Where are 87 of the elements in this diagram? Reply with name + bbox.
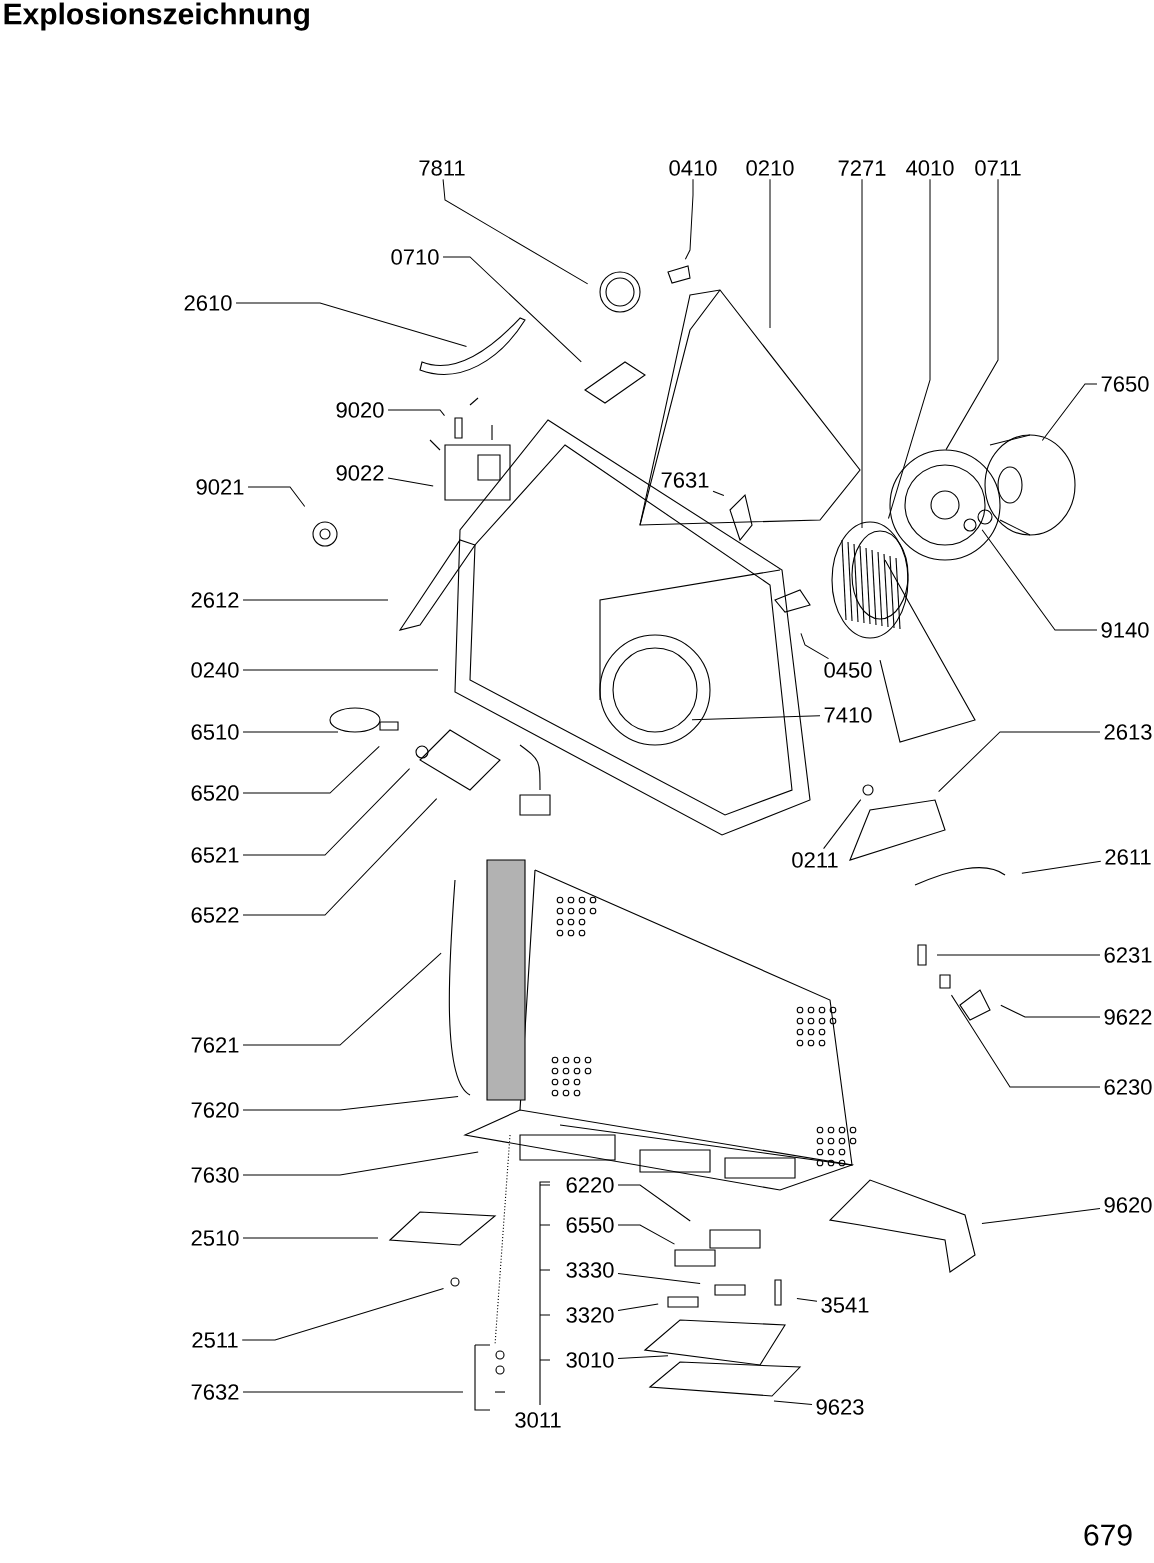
leader-line [387,477,434,487]
leader-line [981,529,1098,631]
leader-line [241,1288,445,1341]
callout-number: 6520 [191,785,239,801]
leader-line [617,1184,691,1222]
callout-number: 7631 [661,472,709,488]
callout-number: 9622 [1104,1009,1152,1025]
leader-line [712,490,725,497]
leader-line [387,409,445,417]
leader-line [242,1237,379,1239]
page-number: 679 [1084,1524,1132,1546]
leader-line [936,954,1101,956]
callout-number: 0210 [746,160,794,176]
title: Explosionszeichnung [4,2,309,31]
leader-line [981,1208,1101,1224]
leader-line [242,731,339,733]
callout-number: 2612 [191,592,239,608]
callout-number: 3541 [821,1297,869,1313]
leader-line [247,486,306,507]
leader-line [617,1272,701,1285]
callout-number: 2511 [192,1332,238,1348]
leader-line [617,1224,675,1245]
callout-number: 2510 [191,1230,239,1246]
leader-line [950,994,1101,1088]
leader-line [1021,860,1102,874]
callout-number: 6230 [1104,1079,1152,1095]
callout-number: 0450 [824,662,872,678]
leader-line [945,178,999,451]
callout-number: 7632 [191,1384,239,1400]
leader-line [242,768,411,856]
leader-line [1000,1004,1101,1018]
leader-line [442,178,589,285]
callout-number: 7410 [824,707,872,723]
callout-number: 0240 [191,662,239,678]
leader-line [235,302,467,348]
leader-line [617,1303,659,1311]
callout-number: 0211 [792,852,838,868]
callout-number: 6521 [191,847,239,863]
leader-line [823,799,862,850]
callout-number: 3011 [515,1412,561,1428]
callout-number: 3330 [566,1262,614,1278]
callout-number: 9020 [336,402,384,418]
callout-number: 0410 [669,160,717,176]
callout-number: 6220 [566,1177,614,1193]
leader-line [242,1391,464,1393]
callout-number: 7621 [191,1037,239,1053]
callout-number: 3010 [566,1352,614,1368]
leader-line [684,178,694,260]
leader-line [887,178,931,519]
callout-number: 6550 [566,1217,614,1233]
callout-number: 7811 [419,160,465,176]
callout-number: 2611 [1105,849,1151,865]
callout-number: 7620 [191,1102,239,1118]
callout-number: 4010 [906,160,954,176]
leader-line [1041,383,1098,441]
callout-number: 2610 [184,295,232,311]
leader-line [242,798,438,916]
callout-number: 0710 [391,249,439,265]
callout-number: 7650 [1101,376,1149,392]
callout-number: 2613 [1104,724,1152,740]
leader-line [769,178,771,329]
leader-line [242,1151,479,1176]
leader-line [442,256,582,363]
leader-line [242,1095,459,1111]
callout-number: 6522 [191,907,239,923]
leader-line [691,715,821,721]
callout-number: 9021 [196,479,244,495]
leader-line [617,1355,669,1359]
callout-number: 9620 [1104,1197,1152,1213]
leader-line [938,731,1101,793]
leader-line [242,599,389,601]
leader-line [242,745,380,794]
callout-number: 9623 [816,1399,864,1415]
callout-number: 3320 [566,1307,614,1323]
callout-number: 9022 [336,465,384,481]
leader-line [242,952,442,1046]
callout-number: 7630 [191,1167,239,1183]
leader-line [861,178,863,529]
leader-line [242,669,439,671]
callout-number: 6231 [1104,947,1152,963]
callout-number: 9140 [1101,622,1149,638]
callout-number: 7271 [838,160,886,176]
callout-number: 0711 [975,160,1021,176]
callout-number: 6510 [191,724,239,740]
leader-line [800,632,829,660]
leader-line [796,1298,818,1302]
leader-line [773,1400,813,1405]
